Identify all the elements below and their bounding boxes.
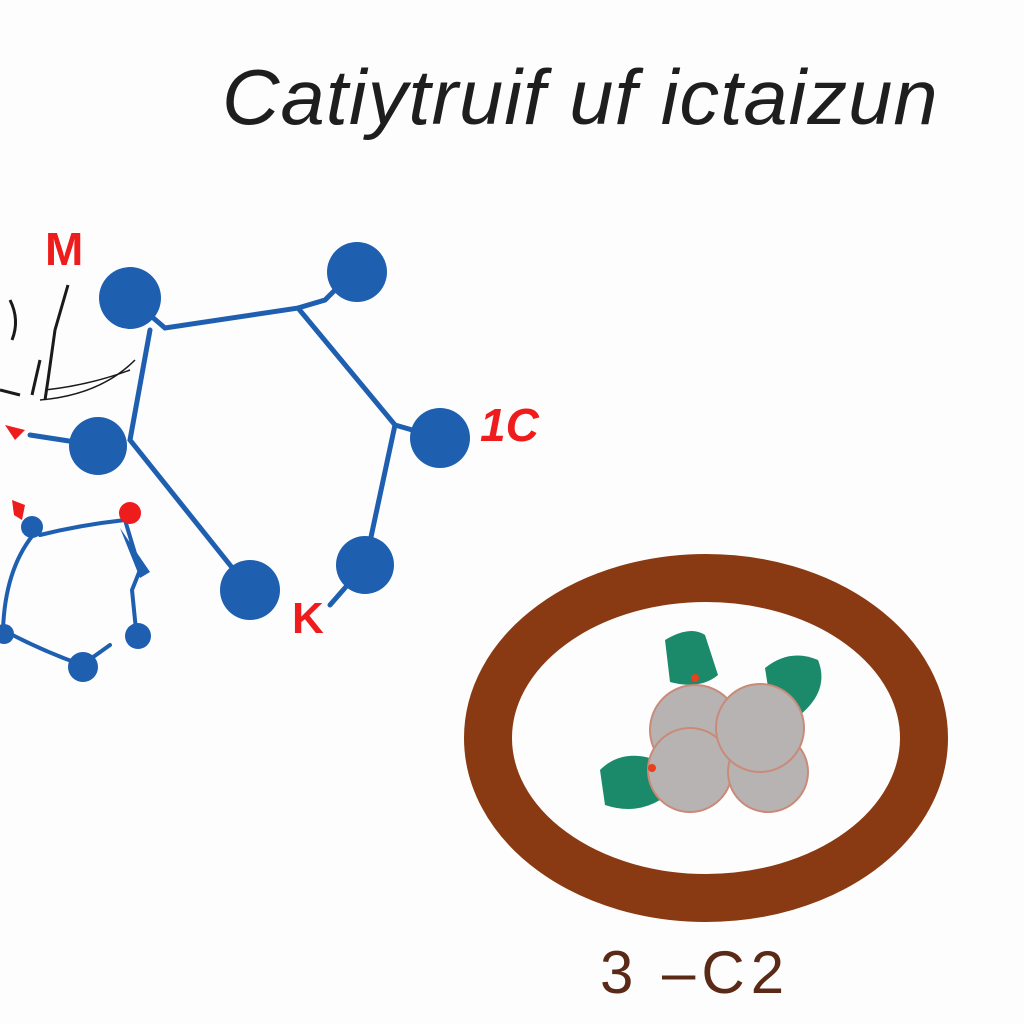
molecule-cluster [600,631,822,813]
diagram-caption: 3 –C2 [600,939,791,1006]
atom-label-right: 1C [480,399,539,451]
red-mark [5,425,25,440]
atom-label-bottom: K [292,594,324,643]
atom-label-top-left: M [45,223,84,275]
small-ring-atoms [0,500,151,682]
sketch-fragment [0,284,136,401]
small-ring-bonds [0,518,143,668]
diagram-title: Catiytruif uf ictaizun [222,53,939,141]
brown-ring [464,554,948,922]
hexagon-atoms [69,242,470,620]
